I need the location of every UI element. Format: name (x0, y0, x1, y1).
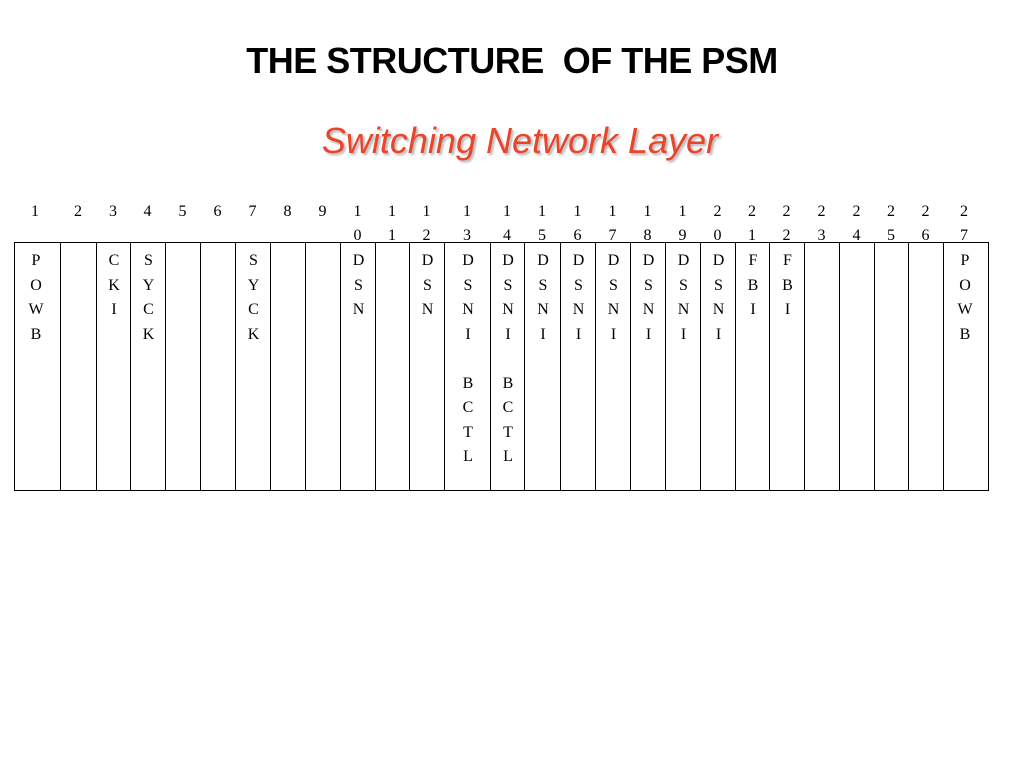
card-slot-4: S Y C K (142, 252, 155, 343)
card-slot-27: P O W B (957, 252, 973, 343)
card-rack: P O W B C K I S Y C K S Y C K D S N D S N D S … (14, 242, 989, 491)
card-slot-15: D S N I (537, 252, 549, 343)
card-slot-12: D S N (421, 252, 434, 318)
slot-divider (630, 243, 631, 490)
slot-number: 2 7 (960, 203, 968, 244)
card-slot-18: D S N I (642, 252, 655, 343)
slot-number: 6 (213, 203, 222, 220)
card-slot-21: F B I (747, 252, 759, 318)
card-slot-3: C K I (108, 252, 120, 318)
card-slot-1: P O W B (28, 252, 44, 343)
slot-number: 9 (318, 203, 327, 220)
slot-divider (270, 243, 271, 490)
slot-number: 2 6 (921, 203, 930, 244)
slot-number: 2 4 (852, 203, 861, 244)
slot-number: 2 (74, 203, 82, 220)
page-subtitle: Switching Network Layer (321, 120, 719, 161)
slot-divider (96, 243, 97, 490)
slot-divider (735, 243, 736, 490)
page-title: THE STRUCTURE OF THE PSM (246, 40, 778, 81)
slot-number: 1 3 (463, 203, 471, 244)
slot-divider (874, 243, 875, 490)
slot-divider (444, 243, 445, 490)
slot-divider (305, 243, 306, 490)
slot-divider (839, 243, 840, 490)
slot-divider (700, 243, 701, 490)
slot-divider (804, 243, 805, 490)
slot-divider (524, 243, 525, 490)
slot-number: 2 0 (713, 203, 722, 244)
card-slot-7: S Y C K (247, 252, 260, 343)
slot-divider (560, 243, 561, 490)
slot-number: 1 1 (388, 203, 396, 244)
slot-number: 1 8 (643, 203, 652, 244)
card-slot-10: D S N (352, 252, 365, 318)
slot-number: 2 3 (817, 203, 826, 244)
card-slot-16: D S N I (572, 252, 585, 343)
card-slot-20: D S N I (712, 252, 725, 343)
card-slot-22: F B I (782, 252, 793, 318)
slot-number: 1 5 (538, 203, 546, 244)
slot-number: 2 2 (782, 203, 791, 244)
slot-number: 1 9 (678, 203, 687, 244)
slot-divider (375, 243, 376, 490)
slot-number: 1 6 (573, 203, 582, 244)
slot-number: 1 (31, 203, 39, 220)
slot-divider (340, 243, 341, 490)
slot-divider (60, 243, 61, 490)
slot-number: 8 (283, 203, 292, 220)
card-slot-13: D S N I B C T L (462, 252, 474, 465)
card-slot-17: D S N I (607, 252, 620, 343)
slot-divider (490, 243, 491, 490)
slot-divider (200, 243, 201, 490)
slot-divider (130, 243, 131, 490)
slot-number: 3 (109, 203, 117, 220)
slot-divider (165, 243, 166, 490)
card-slot-19: D S N I (677, 252, 690, 343)
slot-number: 2 1 (748, 203, 756, 244)
slot-number: 7 (248, 203, 257, 220)
slot-number: 1 0 (353, 203, 362, 244)
slot-divider (409, 243, 410, 490)
slot-divider (908, 243, 909, 490)
slot-divider (235, 243, 236, 490)
slot-number: 1 4 (503, 203, 511, 244)
slot-number: 4 (143, 203, 152, 220)
slot-number: 1 7 (608, 203, 617, 244)
slot-number: 1 2 (422, 203, 431, 244)
slot-divider (665, 243, 666, 490)
slot-number: 5 (178, 203, 187, 220)
card-slot-14: D S N I B C T L (502, 252, 514, 465)
slot-number: 2 5 (887, 203, 895, 244)
slot-divider (769, 243, 770, 490)
slot-divider (595, 243, 596, 490)
slot-divider (943, 243, 944, 490)
